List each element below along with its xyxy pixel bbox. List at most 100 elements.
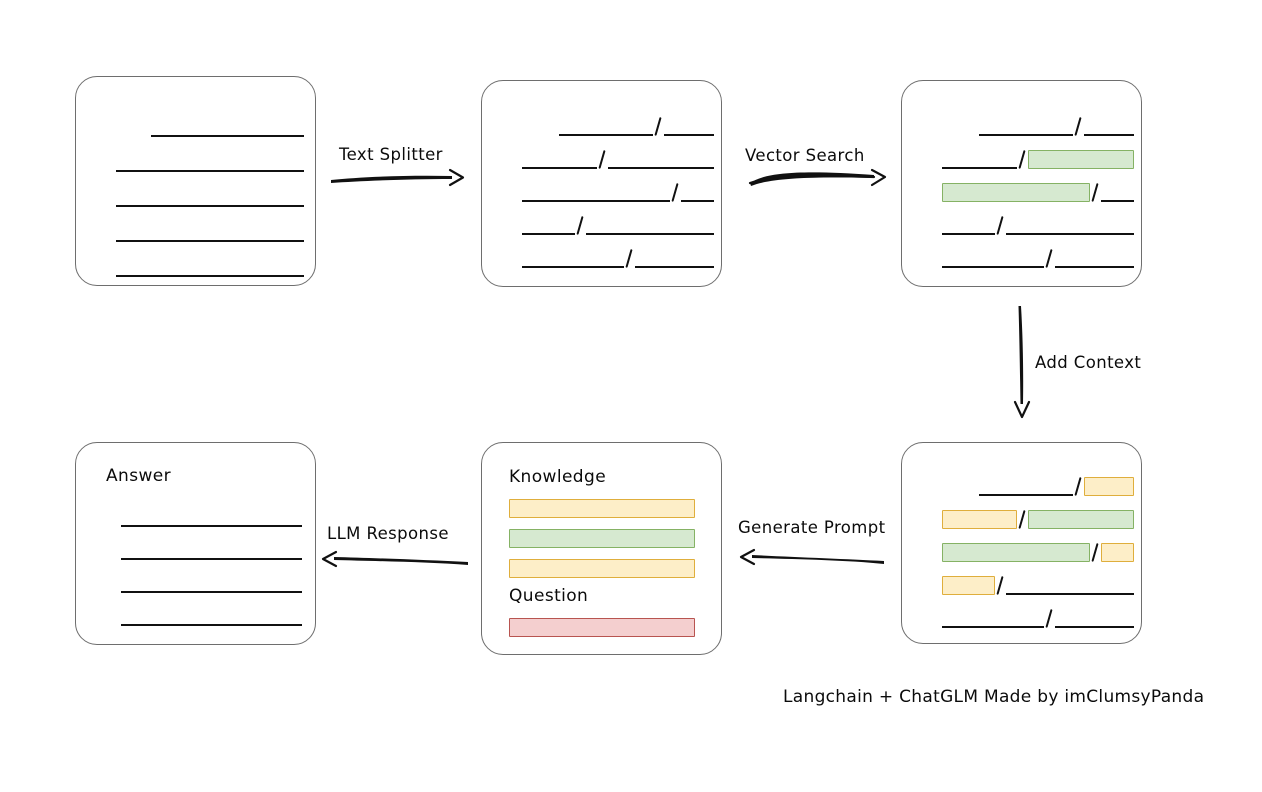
text-line-segment bbox=[522, 188, 670, 202]
arrow-add-context-glyph bbox=[1013, 306, 1031, 419]
vector-matches-rows bbox=[902, 81, 1141, 286]
text-line-row bbox=[76, 115, 315, 137]
chunk-separator-slash bbox=[670, 183, 681, 202]
chunk-separator-slash bbox=[653, 117, 664, 136]
text-line-segment bbox=[681, 188, 714, 202]
text-line-row bbox=[902, 573, 1141, 595]
text-line-row bbox=[902, 246, 1141, 268]
highlight-chip-green bbox=[1028, 150, 1134, 169]
text-line-segment bbox=[979, 482, 1073, 496]
text-line-segment bbox=[586, 221, 714, 235]
prompt-box: Knowledge Question bbox=[481, 442, 722, 655]
text-line-row bbox=[902, 147, 1141, 169]
text-line-segment bbox=[121, 513, 302, 527]
text-line-segment bbox=[121, 546, 302, 560]
text-line-row bbox=[902, 606, 1141, 628]
chunk-separator-slash bbox=[624, 249, 635, 268]
text-line-row bbox=[902, 213, 1141, 235]
text-line-segment bbox=[522, 221, 575, 235]
text-line-segment bbox=[116, 193, 304, 207]
chunk-separator-slash bbox=[1044, 609, 1055, 628]
text-line-segment bbox=[1006, 221, 1134, 235]
highlight-chip-yellow bbox=[1101, 543, 1134, 562]
chunk-separator-slash bbox=[597, 150, 608, 169]
chunk-separator-slash bbox=[1090, 543, 1101, 562]
arrow-add-context-label: Add Context bbox=[1035, 353, 1142, 372]
chunk-separator-slash bbox=[1017, 510, 1028, 529]
text-line-row bbox=[482, 213, 721, 235]
text-line-segment bbox=[1055, 614, 1134, 628]
answer-box: Answer bbox=[75, 442, 316, 645]
answer-title: Answer bbox=[106, 466, 172, 486]
text-line-row bbox=[482, 180, 721, 202]
text-line-segment bbox=[151, 123, 304, 137]
question-label: Question bbox=[509, 586, 589, 606]
text-line-segment bbox=[116, 158, 304, 172]
highlight-chip-yellow bbox=[509, 499, 695, 518]
text-line-segment bbox=[1006, 581, 1134, 595]
text-line-segment bbox=[942, 221, 995, 235]
text-line-row bbox=[76, 505, 315, 527]
highlight-chip-yellow bbox=[942, 576, 995, 595]
chunk-separator-slash bbox=[1073, 477, 1084, 496]
text-line-row bbox=[76, 185, 315, 207]
text-line-segment bbox=[635, 254, 714, 268]
text-line-row bbox=[76, 150, 315, 172]
text-line-segment bbox=[979, 122, 1073, 136]
arrow-vector-search-glyph bbox=[748, 168, 887, 187]
text-line-segment bbox=[942, 155, 1017, 169]
text-line-segment bbox=[608, 155, 714, 169]
text-line-segment bbox=[1101, 188, 1134, 202]
text-line-row bbox=[76, 571, 315, 593]
chunk-separator-slash bbox=[1017, 150, 1028, 169]
arrow-text-splitter-glyph bbox=[331, 168, 465, 187]
text-line-segment bbox=[116, 263, 304, 277]
split-chunks-box bbox=[481, 80, 722, 287]
vector-matches-box bbox=[901, 80, 1142, 287]
text-line-segment bbox=[116, 228, 304, 242]
text-line-row bbox=[76, 538, 315, 560]
chunk-separator-slash bbox=[575, 216, 586, 235]
highlight-chip-yellow bbox=[509, 559, 695, 578]
text-line-segment bbox=[942, 254, 1044, 268]
highlight-chip-red bbox=[509, 618, 695, 637]
chunk-separator-slash bbox=[995, 576, 1006, 595]
knowledge-label: Knowledge bbox=[509, 467, 607, 487]
text-line-segment bbox=[522, 155, 597, 169]
chunk-separator-slash bbox=[1073, 117, 1084, 136]
text-line-row bbox=[902, 114, 1141, 136]
arrow-vector-search-label: Vector Search bbox=[745, 146, 865, 165]
highlight-chip-green bbox=[942, 543, 1090, 562]
text-line-segment bbox=[1055, 254, 1134, 268]
text-line-row bbox=[482, 147, 721, 169]
split-chunks-rows bbox=[482, 81, 721, 286]
context-added-rows bbox=[902, 443, 1141, 643]
text-line-row bbox=[482, 114, 721, 136]
text-line-segment bbox=[121, 579, 302, 593]
source-document-rows bbox=[76, 77, 315, 285]
context-added-box bbox=[901, 442, 1142, 644]
arrow-llm-response-label: LLM Response bbox=[327, 524, 449, 543]
text-line-row bbox=[482, 246, 721, 268]
arrow-generate-prompt-glyph bbox=[739, 548, 884, 566]
chunk-separator-slash bbox=[1044, 249, 1055, 268]
text-line-segment bbox=[1084, 122, 1134, 136]
footer-credit: Langchain + ChatGLM Made by imClumsyPand… bbox=[783, 687, 1205, 707]
text-line-row bbox=[902, 540, 1141, 562]
highlight-chip-yellow bbox=[1084, 477, 1134, 496]
chunk-separator-slash bbox=[995, 216, 1006, 235]
text-line-row bbox=[76, 255, 315, 277]
text-line-segment bbox=[942, 614, 1044, 628]
text-line-segment bbox=[522, 254, 624, 268]
text-line-row bbox=[76, 604, 315, 626]
arrow-generate-prompt-label: Generate Prompt bbox=[738, 518, 886, 537]
chunk-separator-slash bbox=[1090, 183, 1101, 202]
arrow-llm-response-glyph bbox=[321, 550, 468, 568]
text-line-segment bbox=[121, 612, 302, 626]
source-document-box bbox=[75, 76, 316, 286]
text-line-segment bbox=[664, 122, 714, 136]
text-line-row bbox=[902, 180, 1141, 202]
highlight-chip-green bbox=[942, 183, 1090, 202]
arrow-text-splitter-label: Text Splitter bbox=[339, 145, 443, 164]
